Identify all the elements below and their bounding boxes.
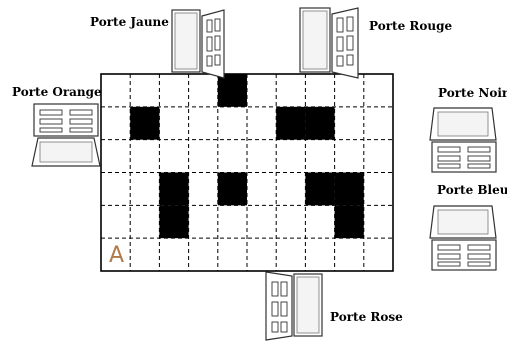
door-jaune-icon [172, 10, 224, 78]
black-cell [218, 74, 247, 107]
black-cell [159, 173, 188, 206]
label-porte-rouge: Porte Rouge [369, 19, 452, 33]
black-cell [305, 107, 334, 140]
black-cell [159, 205, 188, 238]
grid [101, 74, 393, 271]
black-cell [130, 107, 159, 140]
black-cell [335, 205, 364, 238]
door-bleue-icon [430, 206, 496, 270]
black-cell [276, 107, 305, 140]
label-porte-jaune: Porte Jaune [90, 15, 169, 29]
door-noire-icon [430, 108, 496, 172]
label-porte-rose: Porte Rose [330, 310, 403, 324]
door-rose-icon [266, 272, 322, 340]
label-porte-noire: Porte Noire [438, 86, 507, 100]
door-orange-icon [32, 104, 100, 166]
door-rouge-icon [300, 8, 358, 78]
start-marker: A [109, 243, 124, 268]
black-cell [305, 173, 334, 206]
black-cell [335, 173, 364, 206]
label-porte-bleue: Porte Bleue [437, 183, 507, 197]
label-porte-orange: Porte Orange [12, 85, 102, 99]
black-cell [218, 173, 247, 206]
